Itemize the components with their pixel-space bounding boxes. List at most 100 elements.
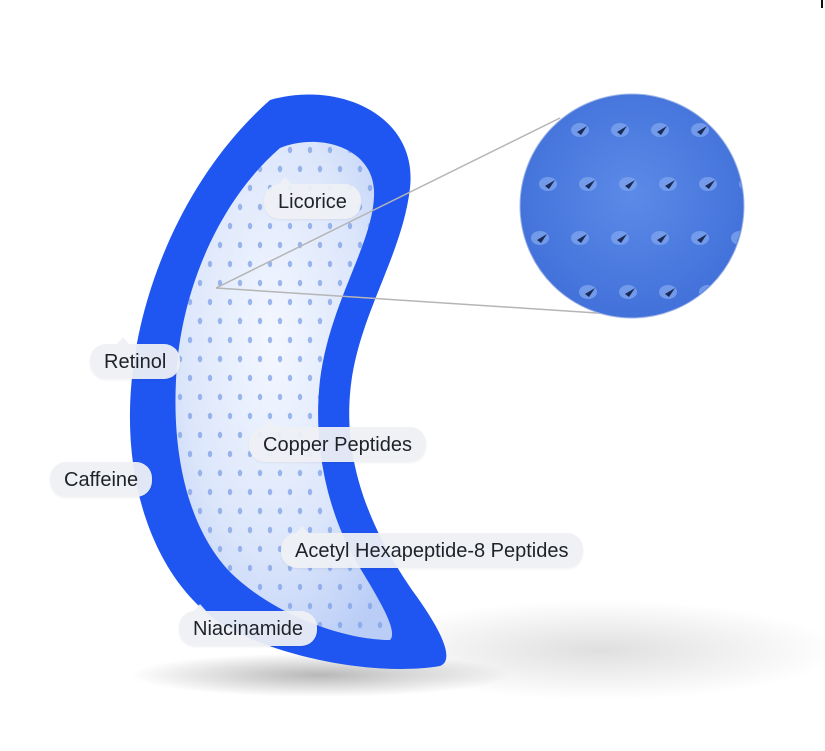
microneedle-closeup [579, 285, 597, 299]
microneedle-dot [267, 298, 273, 306]
microneedle-dot [257, 203, 263, 211]
zoom-circle [519, 93, 745, 319]
microneedle-dot [287, 412, 293, 420]
microneedle-dot [327, 260, 333, 268]
microneedle-dot [267, 222, 273, 230]
microneedle-dot [317, 317, 323, 325]
microneedle-dot [377, 469, 383, 477]
microneedle-dot [177, 165, 183, 173]
microneedle-dot [237, 203, 243, 211]
callout-line-bottom [215, 287, 613, 315]
microneedle-dot [277, 279, 283, 287]
microneedle-closeup [691, 123, 709, 137]
microneedle-dot [277, 165, 283, 173]
microneedle-dot [307, 146, 313, 154]
microneedle-closeup [571, 123, 589, 137]
microneedle-dot [287, 526, 293, 534]
microneedle-closeup [691, 231, 709, 245]
microneedle-closeup [619, 285, 637, 299]
microneedle-dot [377, 507, 383, 515]
microneedle-dot [307, 298, 313, 306]
microneedle-dot [387, 488, 393, 496]
microneedle-dot [297, 317, 303, 325]
microneedle-dot [257, 241, 263, 249]
microneedle-dot [187, 184, 193, 192]
microneedle-dot [187, 374, 193, 382]
microneedle-closeup [611, 123, 629, 137]
microneedle-dot [187, 298, 193, 306]
microneedle-dot [307, 336, 313, 344]
microneedle-closeup [651, 123, 669, 137]
microneedle-dot [267, 488, 273, 496]
microneedle-dot [307, 488, 313, 496]
microneedle-dot [247, 184, 253, 192]
microneedle-dot [237, 355, 243, 363]
microneedle-dot [297, 583, 303, 591]
microneedle-dot [287, 146, 293, 154]
microneedle-dot [187, 488, 193, 496]
microneedle-dot [168, 185, 172, 191]
microneedle-dot [237, 279, 243, 287]
microneedle-dot [337, 583, 343, 591]
floor-shadow [360, 600, 825, 700]
microneedle-dot [347, 222, 353, 230]
microneedle-closeup [571, 231, 589, 245]
microneedle-dot [297, 355, 303, 363]
microneedle-dot [277, 507, 283, 515]
microneedle-dot [257, 545, 263, 553]
microneedle-dot [187, 602, 193, 610]
microneedle-closeup [779, 177, 797, 191]
microneedle-dot [287, 298, 293, 306]
microneedle-closeup [651, 231, 669, 245]
microneedle-dot [307, 602, 313, 610]
microneedle-dot [187, 336, 193, 344]
microneedle-dot [197, 279, 203, 287]
microneedle-dot [398, 508, 402, 514]
microneedle-dot [387, 374, 393, 382]
microneedle-dot [297, 507, 303, 515]
microneedle-dot [187, 146, 193, 154]
microneedle-dot [357, 241, 363, 249]
microneedle-dot [398, 470, 402, 476]
microneedle-dot [367, 602, 373, 610]
microneedle-dot [337, 621, 343, 629]
microneedle-dot [337, 165, 343, 173]
microneedle-closeup [571, 339, 589, 353]
microneedle-closeup [731, 123, 743, 137]
microneedle-dot [287, 488, 293, 496]
ingredient-label-caffeine: Caffeine [50, 462, 153, 497]
microneedle-dot [247, 222, 253, 230]
microneedle-dot [307, 260, 313, 268]
microneedle-dot [168, 147, 172, 153]
microneedle-dot [227, 336, 233, 344]
microneedle-dot [287, 260, 293, 268]
microneedle-dot [277, 469, 283, 477]
microneedle-closeup [771, 231, 789, 245]
microneedle-dot [227, 526, 233, 534]
microneedle-dot [287, 336, 293, 344]
microneedle-dot [247, 336, 253, 344]
microneedle-dot [217, 355, 223, 363]
microneedle-closeup [659, 285, 677, 299]
microneedle-dot [168, 223, 172, 229]
ingredient-label-licorice: Licorice [264, 177, 361, 219]
microneedle-dot [257, 393, 263, 401]
microneedle-dot [357, 621, 363, 629]
microneedle-dot [227, 374, 233, 382]
microneedle-dot [327, 298, 333, 306]
microneedle-dot [277, 393, 283, 401]
microneedle-dot [297, 165, 303, 173]
microneedle-dot [277, 241, 283, 249]
microneedle-dot [207, 450, 213, 458]
microneedle-dot [168, 603, 172, 609]
microneedle-dot [357, 165, 363, 173]
microneedle-dot [327, 602, 333, 610]
microneedle-dot [257, 279, 263, 287]
microneedle-dot [247, 298, 253, 306]
microneedle-closeup [539, 177, 557, 191]
corner-mark [821, 0, 823, 8]
ingredient-label-copper-peptides: Copper Peptides [249, 420, 426, 462]
ingredient-label-niacinamide: Niacinamide [179, 604, 318, 646]
microneedle-dot [237, 469, 243, 477]
microneedle-dot [387, 412, 393, 420]
